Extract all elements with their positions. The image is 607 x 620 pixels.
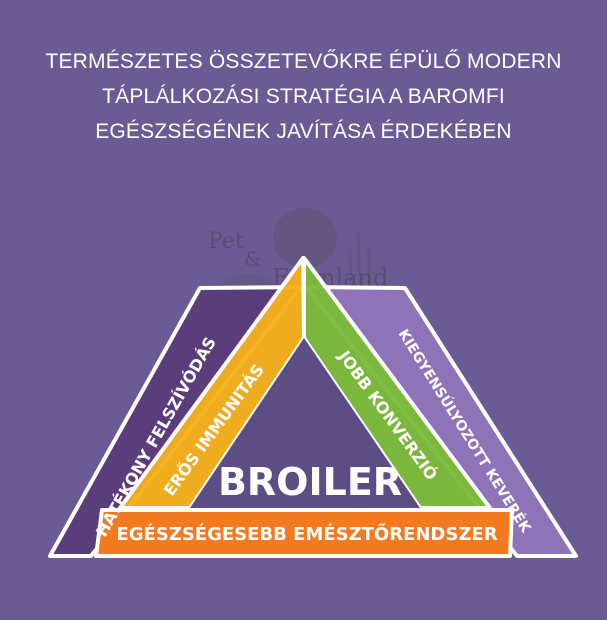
logo-word-pet: Pet — [208, 229, 244, 254]
title-line-2: TÁPLÁLKOZÁSI STRATÉGIA A BAROMFI — [102, 85, 505, 108]
dog-head-icon — [273, 208, 337, 268]
title-line-1: TERMÉSZETES ÖSSZETEVŐKRE ÉPÜLŐ MODERN — [45, 50, 562, 73]
label-base: EGÉSZSÉGESEBB EMÉSZTŐRENDSZER — [116, 523, 497, 545]
title-line-3: EGÉSZSÉGÉNEK JAVÍTÁSA ÉRDEKÉBEN — [95, 120, 512, 143]
center-area — [190, 338, 420, 508]
logo-ampersand: & — [244, 247, 262, 271]
band-base — [94, 508, 514, 558]
center-label: BROILER — [218, 460, 402, 504]
page-title: TERMÉSZETES ÖSSZETEVŐKRE ÉPÜLŐ MODERN TÁ… — [0, 44, 607, 149]
